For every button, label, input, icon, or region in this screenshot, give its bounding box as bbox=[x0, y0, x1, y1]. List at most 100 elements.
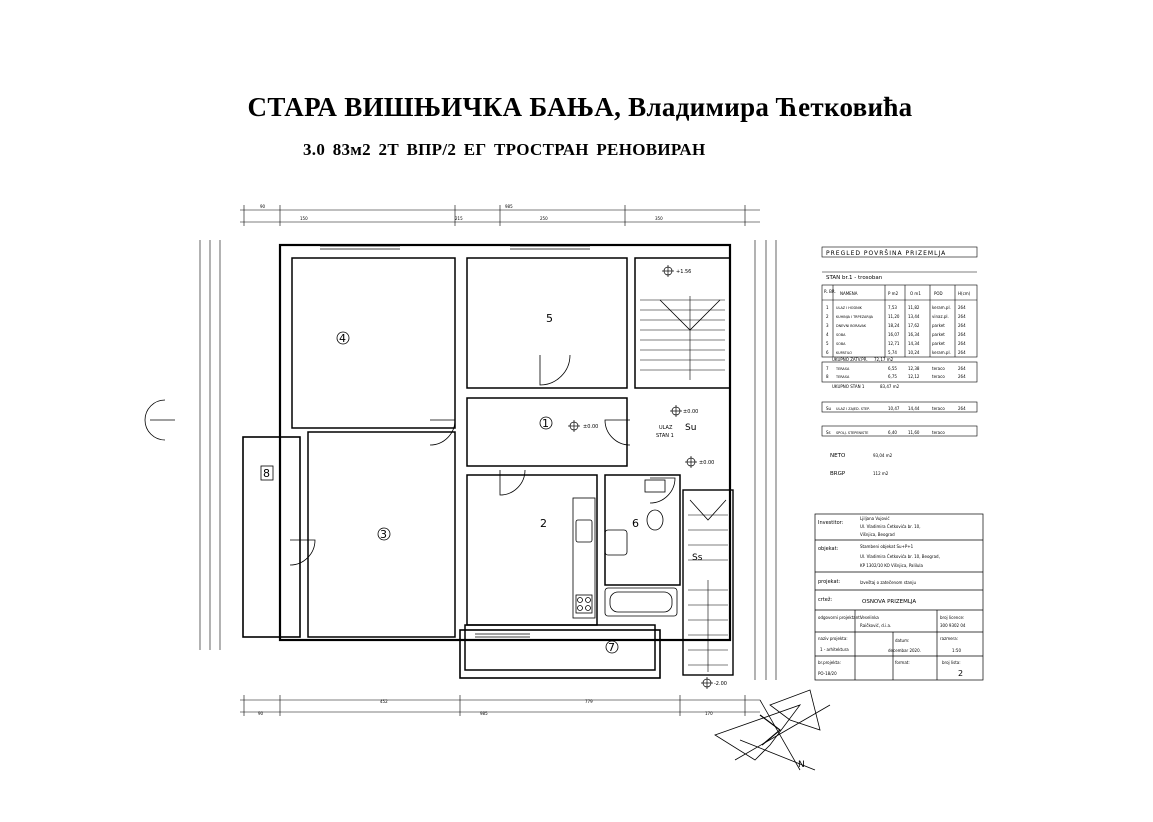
neto-value: 93,04 m2 bbox=[873, 453, 893, 458]
stairs-lower bbox=[688, 499, 728, 672]
area-row-5-cell-0: 6 bbox=[826, 350, 829, 355]
page-title: СТАРА ВИШЊИЧКА БАЊА, Владимира Ћетковића bbox=[247, 92, 913, 122]
area-row-2-cell-3: 17,62 bbox=[908, 323, 920, 328]
extra-row-1-cell-4: teraco bbox=[932, 430, 945, 435]
area-row-0-cell-2: 7,53 bbox=[888, 305, 897, 310]
area-table-subheading: STAN br.1 - trosoban bbox=[826, 275, 883, 281]
fixtures bbox=[572, 479, 678, 619]
odgovorni-line-1: Veselinka bbox=[860, 615, 879, 620]
objekat-line-2: Ul. Vladimira Ćetkovića br. 10, Beograd, bbox=[860, 554, 940, 559]
investitor-line-3: Višnjica, Beograd bbox=[860, 532, 895, 537]
dim-top-1: 985 bbox=[505, 204, 513, 209]
dim-bottom-0: 90 bbox=[258, 711, 264, 716]
dimension-lines bbox=[199, 205, 777, 716]
col-om1: O m1 bbox=[910, 291, 921, 296]
su-label: Su bbox=[685, 423, 696, 433]
area-row-0-cell-0: 1 bbox=[826, 305, 829, 310]
ss-label: Ss bbox=[692, 553, 703, 563]
terrace-row-0-cell-3: 12,38 bbox=[908, 366, 920, 371]
terrace-row-1-cell-4: teraco bbox=[932, 374, 945, 379]
compass-north-letter: N bbox=[798, 760, 805, 770]
col-namena: NAMENA bbox=[840, 291, 858, 296]
terrace-row-0-cell-0: 7 bbox=[826, 366, 829, 371]
brgp-label: BRGP bbox=[830, 471, 846, 477]
area-row-0-cell-3: 11,82 bbox=[908, 305, 920, 310]
windows bbox=[320, 245, 590, 638]
projekat-value: Izveštaj o zatečenom stanju bbox=[860, 580, 916, 585]
naziv-value: 1 - arhitektura bbox=[820, 647, 849, 652]
brgp-value: 112 m2 bbox=[873, 471, 889, 476]
area-row-3-cell-5: 264 bbox=[958, 332, 966, 337]
area-table-text: PREGLED POVRŠINA PRIZEMLJA STAN br.1 - t… bbox=[824, 250, 971, 296]
odgovorni-label: odgovorni projektant: bbox=[818, 615, 861, 620]
area-row-2-cell-0: 3 bbox=[826, 323, 829, 328]
extra-row-1-cell-0: Ss bbox=[826, 430, 831, 435]
area-row-4-cell-3: 14,34 bbox=[908, 341, 920, 346]
door-swings bbox=[144, 354, 676, 566]
area-row-1-cell-2: 11,20 bbox=[888, 314, 900, 319]
area-row-3-cell-2: 16,07 bbox=[888, 332, 900, 337]
dim-bottom-3: 452 bbox=[380, 699, 388, 704]
neto-label: NETO bbox=[830, 453, 846, 459]
room-2-number: 2 bbox=[540, 517, 547, 530]
area-row-4-cell-0: 5 bbox=[826, 341, 829, 346]
title-block-text: Investitor: Ljiljana Vujović Ul. Vladimi… bbox=[818, 516, 966, 678]
plan-labels: ULAZ STAN 1 Su Ss +1.56 ±0.00 ±0.00 ±0.0… bbox=[583, 269, 727, 687]
compass-rose bbox=[714, 689, 831, 771]
dim-top-4: 250 bbox=[540, 216, 548, 221]
room-8-box bbox=[260, 465, 274, 481]
ulaz-label: ULAZ bbox=[659, 425, 673, 431]
area-row-2-cell-1: DNEVNI BORAVAK bbox=[836, 324, 867, 328]
investitor-line-2: Ul. Vladimira Ćetkovića br. 10, bbox=[860, 524, 920, 529]
room-7-number: 7 bbox=[608, 641, 615, 654]
room-1-number: 1 bbox=[542, 417, 549, 430]
terrace-row-0-cell-4: teraco bbox=[932, 366, 945, 371]
extra-row-0-cell-3: 14,44 bbox=[908, 406, 920, 411]
elevation-1: ±0.00 bbox=[583, 424, 598, 430]
extra-row-0-cell-1: ULAZ I ZAJED. STEP. bbox=[836, 407, 870, 411]
objekat-line-1: Stambeni objekat Su+P+1 bbox=[860, 544, 914, 549]
area-row-4-cell-4: parket bbox=[932, 341, 945, 346]
dim-top-2: 150 bbox=[300, 216, 308, 221]
licenca-label: broj licence: bbox=[940, 615, 964, 620]
total-label: UKUPNO STAN 1 bbox=[832, 384, 865, 389]
elevation-top: +1.56 bbox=[676, 269, 691, 275]
list-value: 2 bbox=[958, 669, 963, 678]
terrace-row-1-cell-5: 264 bbox=[958, 374, 966, 379]
licenca-value: 300 9302 04 bbox=[940, 623, 966, 628]
area-row-2-cell-2: 18,24 bbox=[888, 323, 900, 328]
razmera-label: razmera: bbox=[940, 636, 958, 641]
terrace-row-1-cell-1: TERASA bbox=[835, 375, 850, 379]
terrace-row-0-cell-5: 264 bbox=[958, 366, 966, 371]
crtez-label: crtež: bbox=[818, 596, 832, 603]
datum-label: datum: bbox=[895, 638, 909, 643]
odgovorni-line-2: Raičković, d.i.a. bbox=[860, 623, 891, 628]
area-row-2-cell-4: parket bbox=[932, 323, 945, 328]
datum-value: decembar 2020. bbox=[888, 648, 921, 653]
area-row-2-cell-5: 264 bbox=[958, 323, 966, 328]
projekat-label: projekat: bbox=[818, 579, 840, 585]
area-row-3-cell-4: parket bbox=[932, 332, 945, 337]
room-3-number: 3 bbox=[380, 528, 387, 541]
area-row-1-cell-4: vinaz.pl. bbox=[932, 314, 949, 319]
elevation-2: ±0.00 bbox=[683, 409, 698, 415]
area-row-5-cell-3: 10,24 bbox=[908, 350, 920, 355]
area-row-4-cell-5: 264 bbox=[958, 341, 966, 346]
extra-row-0-cell-4: teraco bbox=[932, 406, 945, 411]
room-3-circle bbox=[377, 527, 391, 541]
room-7-circle bbox=[605, 640, 619, 654]
area-row-5-cell-1: KUPATILO bbox=[836, 351, 852, 355]
area-row-3-cell-3: 16,34 bbox=[908, 332, 920, 337]
room-4-number: 4 bbox=[339, 332, 346, 345]
area-row-1-cell-1: KUHINJA I TRPEZARIJA bbox=[836, 315, 874, 319]
terrace-row-0-cell-1: TERASA bbox=[835, 367, 850, 371]
razmera-value: 1:50 bbox=[952, 648, 961, 653]
area-row-1-cell-0: 2 bbox=[826, 314, 829, 319]
terrace-row-1-cell-0: 8 bbox=[826, 374, 829, 379]
extra-row-0-cell-0: Su bbox=[826, 406, 832, 411]
area-row-1-cell-5: 264 bbox=[958, 314, 966, 319]
dim-bottom-4: 779 bbox=[585, 699, 593, 704]
area-row-4-cell-2: 12,71 bbox=[888, 341, 900, 346]
dim-top-5: 350 bbox=[655, 216, 663, 221]
